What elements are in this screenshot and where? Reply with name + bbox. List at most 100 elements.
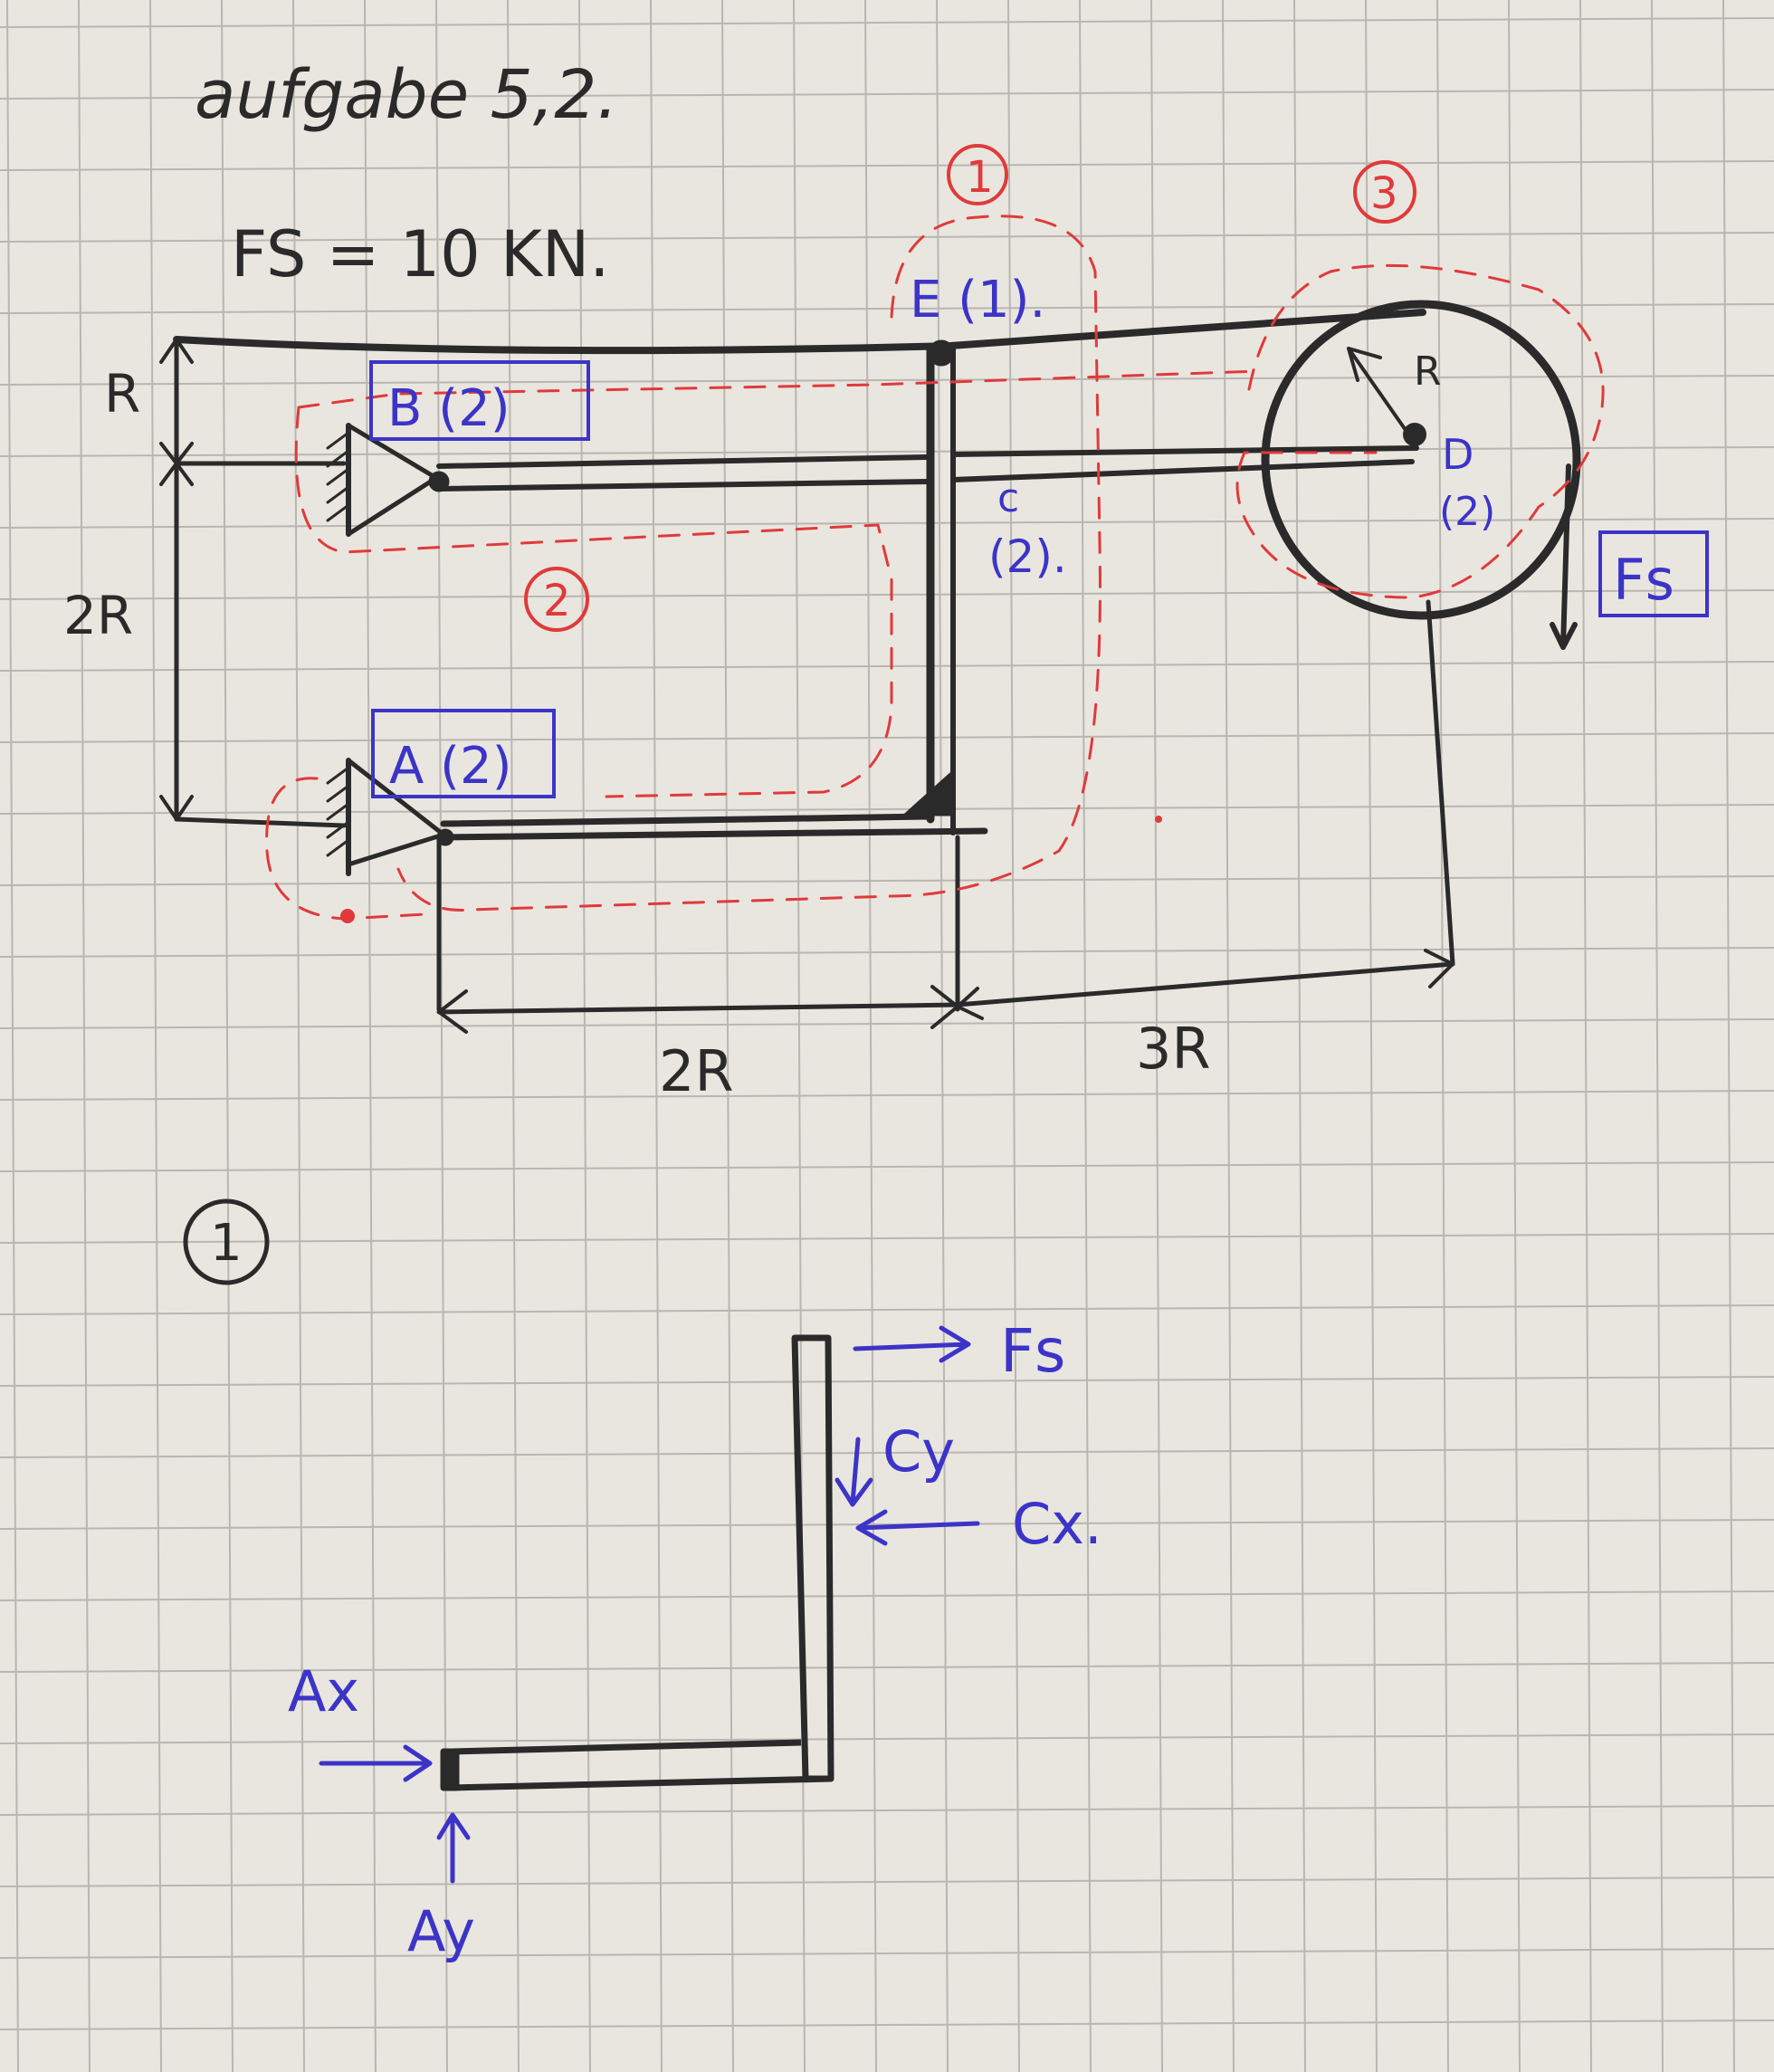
rope-right [1550, 463, 1578, 650]
label-3r-bottom: 3R [1136, 1016, 1211, 1082]
grid-line-horizontal [0, 375, 1774, 386]
grid-line-horizontal [0, 1733, 1774, 1744]
rod-b-d-bottom [436, 459, 1415, 492]
grid-line-vertical [1579, 0, 1592, 2072]
support-b-hatch [326, 431, 350, 522]
grid-line-vertical [149, 0, 162, 2072]
grid-line-vertical [221, 0, 234, 2072]
top-rope [173, 309, 1426, 355]
grid-line-horizontal [0, 89, 1774, 100]
support-b-tri [346, 423, 439, 537]
region-2-outline [294, 369, 1260, 798]
label-d-letter: D [1442, 430, 1474, 479]
pin-e [928, 339, 955, 367]
grid-line-horizontal [0, 1376, 1774, 1387]
force-ay-label: Ay [407, 1898, 475, 1964]
beam-a-top [440, 813, 934, 827]
label-fs-box: Fs [1613, 547, 1674, 613]
grid-line-vertical [578, 0, 591, 2072]
grid-line-vertical [1079, 0, 1092, 2072]
label-b: B (2) [387, 379, 510, 438]
grid-line-horizontal [0, 661, 1774, 672]
grid-line-vertical [1651, 0, 1664, 2072]
a-box [371, 709, 556, 798]
grid-line-vertical [1722, 0, 1735, 2072]
red-regions [265, 215, 1605, 921]
grid-line-horizontal [0, 1948, 1774, 1959]
region-badges [524, 144, 1416, 632]
region-1-outline [396, 215, 1102, 912]
force-ax-label: Ax [288, 1658, 359, 1724]
fs-box [1598, 530, 1709, 617]
grid-line-horizontal [0, 1161, 1774, 1172]
pulley-disc [1261, 300, 1581, 620]
label-2r-bottom: 2R [659, 1038, 734, 1104]
fbd-number: 1 [210, 1214, 243, 1273]
support-a-hatch [326, 766, 350, 857]
rod-b-d-top [436, 445, 1419, 469]
grid-line-vertical [1150, 0, 1163, 2072]
grid-line-horizontal [0, 1233, 1774, 1244]
fbd-number-badge [183, 1198, 270, 1285]
dim-bottom [436, 835, 1455, 1015]
region-1-number: 1 [966, 152, 994, 203]
grid-line-horizontal [0, 1304, 1774, 1315]
force-ay-arrow [436, 1812, 471, 1884]
red-dot-small [1155, 816, 1162, 823]
grid-line-vertical [507, 0, 520, 2072]
grid-line-horizontal [0, 518, 1774, 529]
fbd-pin-a [440, 1748, 460, 1791]
fbd-member [440, 1334, 835, 1791]
fbd-column [791, 1334, 835, 1782]
region-2-number: 2 [543, 576, 571, 626]
grid-line-horizontal [0, 1805, 1774, 1816]
label-d-num: (2) [1439, 489, 1495, 535]
grid-line-vertical [6, 0, 19, 2072]
grid-line-horizontal [0, 1662, 1774, 1673]
fbd-beam-top [452, 1739, 802, 1755]
grid-line-horizontal [0, 1590, 1774, 1601]
blue-boxes [369, 360, 1709, 798]
grid-line-vertical [1222, 0, 1235, 2072]
grid-line-vertical [864, 0, 877, 2072]
grid-line-horizontal [0, 875, 1774, 886]
label-c-num: (2). [988, 530, 1067, 583]
grid-line-horizontal [0, 303, 1774, 314]
force-fs-label: Fs [1000, 1316, 1065, 1386]
force-cy-label: Cy [882, 1418, 955, 1485]
grid-line-horizontal [0, 1018, 1774, 1029]
grid-line-vertical [721, 0, 734, 2072]
beam-a-bottom [435, 827, 988, 841]
b-box [369, 360, 590, 441]
grid-line-horizontal [0, 232, 1774, 243]
force-cx-label: Cx. [1012, 1491, 1102, 1557]
force-fs-arrow [853, 1325, 971, 1363]
label-a: A (2) [389, 737, 511, 796]
grid-line-horizontal [0, 446, 1774, 457]
grid-line-horizontal [0, 804, 1774, 815]
region-a-outline [265, 777, 427, 921]
fbd-forces [319, 1325, 980, 1884]
grid-line-horizontal [0, 160, 1774, 171]
label-c-letter: c [997, 475, 1019, 521]
title: aufgabe 5,2. [195, 56, 618, 134]
grid-line-horizontal [0, 589, 1774, 600]
label-r-circle: R [1414, 349, 1442, 395]
grid-line-vertical [1365, 0, 1378, 2072]
region-2-badge [524, 567, 589, 632]
region-3-badge [1353, 160, 1416, 224]
label-r-left: R [104, 363, 140, 425]
force-ax-arrow [319, 1744, 433, 1782]
grid-line-horizontal [0, 17, 1774, 28]
grid-line-horizontal [0, 947, 1774, 958]
grid-line-vertical [1436, 0, 1449, 2072]
grid-line-horizontal [0, 1447, 1774, 1458]
grid-line-vertical [1293, 0, 1306, 2072]
force-cx-arrow [855, 1509, 980, 1546]
label-2r-left: 2R [63, 585, 133, 646]
structure [159, 300, 1581, 1034]
pin-b [428, 471, 450, 492]
